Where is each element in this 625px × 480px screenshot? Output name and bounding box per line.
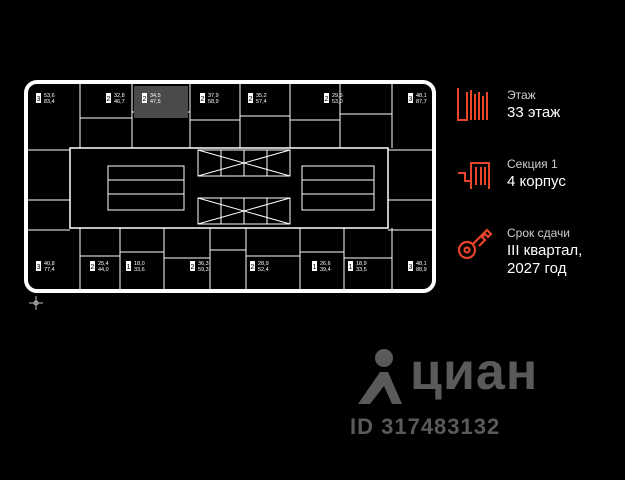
bottom-unit-rooms: 1 <box>349 264 353 271</box>
top-unit-total-area: 46,7 <box>114 99 125 105</box>
top-unit-rooms-badge <box>408 93 413 103</box>
floor-plan-walls <box>24 80 436 293</box>
top-unit-total-area: 58,9 <box>208 99 219 105</box>
top-unit-living-area: 32,8 <box>114 93 125 99</box>
bottom-unit-rooms: 3 <box>37 264 41 271</box>
floor-label: Этаж <box>507 88 536 102</box>
floor-bars-icon <box>457 88 488 121</box>
floor-value: 33 этаж <box>507 104 561 121</box>
top-unit-rooms-badge <box>248 93 253 103</box>
bottom-unit-rooms-badge <box>36 261 41 271</box>
bottom-unit-total-area: 33,5 <box>356 267 367 273</box>
top-unit-rooms: 2 <box>107 96 111 103</box>
top-unit-total-area: 57,4 <box>256 99 267 105</box>
top-unit-rooms-badge <box>200 93 205 103</box>
listing-id: ID 317483132 <box>350 414 501 439</box>
bottom-unit-rooms-badge <box>312 261 317 271</box>
bottom-unit-rooms: 2 <box>251 264 255 271</box>
stair-core-right <box>301 165 375 211</box>
bottom-unit-total-area: 33,6 <box>134 267 145 273</box>
top-unit-living-area: 29,5 <box>332 93 343 99</box>
cian-person-icon <box>358 349 402 404</box>
section-label: Секция 1 <box>507 157 558 171</box>
top-unit-rooms: 2 <box>325 96 329 103</box>
bottom-unit-rooms-badge <box>190 261 195 271</box>
deadline-value-line2: 2027 год <box>507 260 567 277</box>
bottom-unit-living-area: 48,1 <box>416 261 427 267</box>
bottom-unit-rooms-badge <box>348 261 353 271</box>
key-icon <box>457 228 493 260</box>
top-unit-rooms: 2 <box>249 96 253 103</box>
bottom-unit-total-area: 59,3 <box>198 267 209 273</box>
compass-icon <box>29 296 43 310</box>
bottom-unit-living-area: 18,9 <box>356 261 367 267</box>
top-unit-rooms: 2 <box>201 96 205 103</box>
cian-watermark: циан ID 317483132 <box>350 342 580 442</box>
top-unit-rooms: 3 <box>37 96 41 103</box>
bottom-unit-total-area: 44,0 <box>98 267 109 273</box>
bottom-unit-rooms-badge <box>408 261 413 271</box>
top-unit-rooms-badge <box>36 93 41 103</box>
corridor-outline <box>69 147 389 229</box>
deadline-label: Срок сдачи <box>507 226 570 240</box>
bottom-unit-rooms-badge <box>126 261 131 271</box>
bottom-unit-rooms: 1 <box>127 264 131 271</box>
bottom-unit-total-area: 88,9 <box>416 267 427 273</box>
top-unit-rooms-badge <box>324 93 329 103</box>
bottom-unit-rooms: 1 <box>313 264 317 271</box>
bottom-unit-total-area: 39,4 <box>320 267 331 273</box>
top-unit-total-area: 83,4 <box>44 99 55 105</box>
stair-core-left <box>107 165 185 211</box>
top-unit-total-area: 53,0 <box>332 99 343 105</box>
top-unit-total-area: 87,7 <box>416 99 427 105</box>
bottom-unit-living-area: 28,9 <box>258 261 269 267</box>
bottom-unit-rooms-badge <box>250 261 255 271</box>
bottom-unit-living-area: 36,3 <box>198 261 209 267</box>
cian-brand: циан <box>410 343 539 401</box>
top-unit-rooms-badge <box>142 93 147 103</box>
section-value: 4 корпус <box>507 173 566 190</box>
bottom-unit-living-area: 18,0 <box>134 261 145 267</box>
top-unit-rooms: 2 <box>143 96 147 103</box>
deadline-value-line1: III квартал, <box>507 242 583 259</box>
bottom-unit-rooms-badge <box>90 261 95 271</box>
top-unit-total-area: 47,5 <box>150 99 161 105</box>
bottom-unit-total-area: 77,4 <box>44 267 55 273</box>
bottom-unit-rooms: 3 <box>409 264 413 271</box>
bottom-unit-living-area: 40,8 <box>44 261 55 267</box>
bottom-unit-rooms: 2 <box>91 264 95 271</box>
top-unit-rooms: 3 <box>409 96 413 103</box>
top-unit-living-area: 35,2 <box>256 93 267 99</box>
top-unit-living-area: 34,5 <box>150 93 161 99</box>
bottom-unit-living-area: 26,6 <box>320 261 331 267</box>
top-unit-living-area: 53,6 <box>44 93 55 99</box>
bottom-unit-rooms: 2 <box>191 264 195 271</box>
bottom-unit-total-area: 52,4 <box>258 267 269 273</box>
top-unit-rooms-badge <box>106 93 111 103</box>
building-section-icon <box>458 162 490 189</box>
building-outline <box>24 80 436 293</box>
top-unit-living-area: 37,9 <box>208 93 219 99</box>
top-unit-living-area: 48,1 <box>416 93 427 99</box>
bottom-unit-living-area: 25,4 <box>98 261 109 267</box>
